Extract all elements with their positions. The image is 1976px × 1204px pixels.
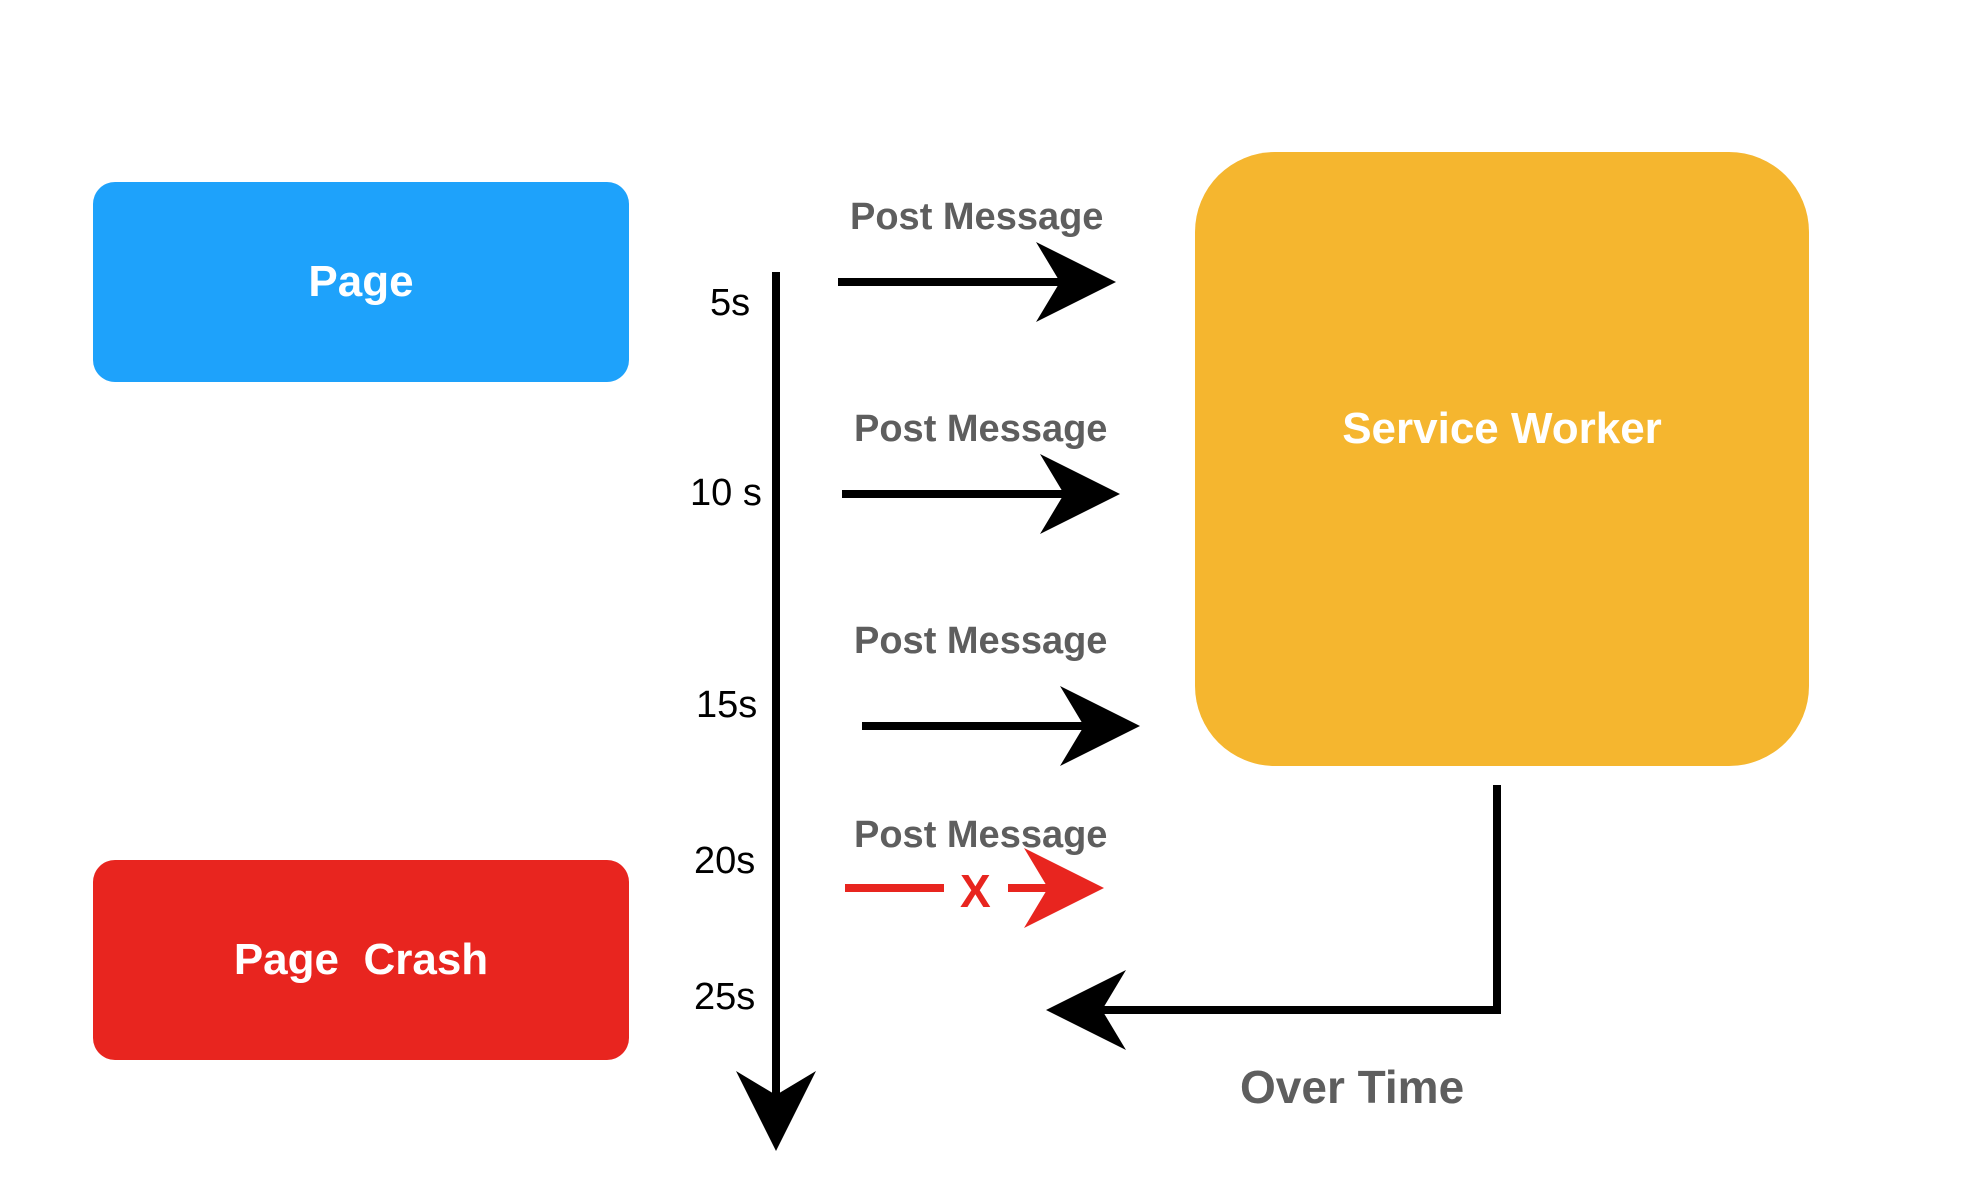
time-label-25s: 25s [694,976,756,1018]
page-crash-node: Page Crash [93,860,629,1060]
message-label-3: Post Message [854,620,1108,662]
failed-marker: X [960,865,991,917]
page-node: Page [93,182,629,382]
time-label-15s: 15s [696,684,758,726]
time-label-10s: 10 s [690,472,762,514]
time-label-20s: 20s [694,840,756,882]
message-label-1: Post Message [850,196,1104,238]
message-label-2: Post Message [854,408,1108,450]
time-label-5s: 5s [710,282,751,324]
return-arrow [1046,785,1501,1050]
over-time-label: Over Time [1240,1061,1465,1113]
message-label-4: Post Message [854,814,1108,856]
service-worker-node: Service Worker [1195,152,1809,766]
